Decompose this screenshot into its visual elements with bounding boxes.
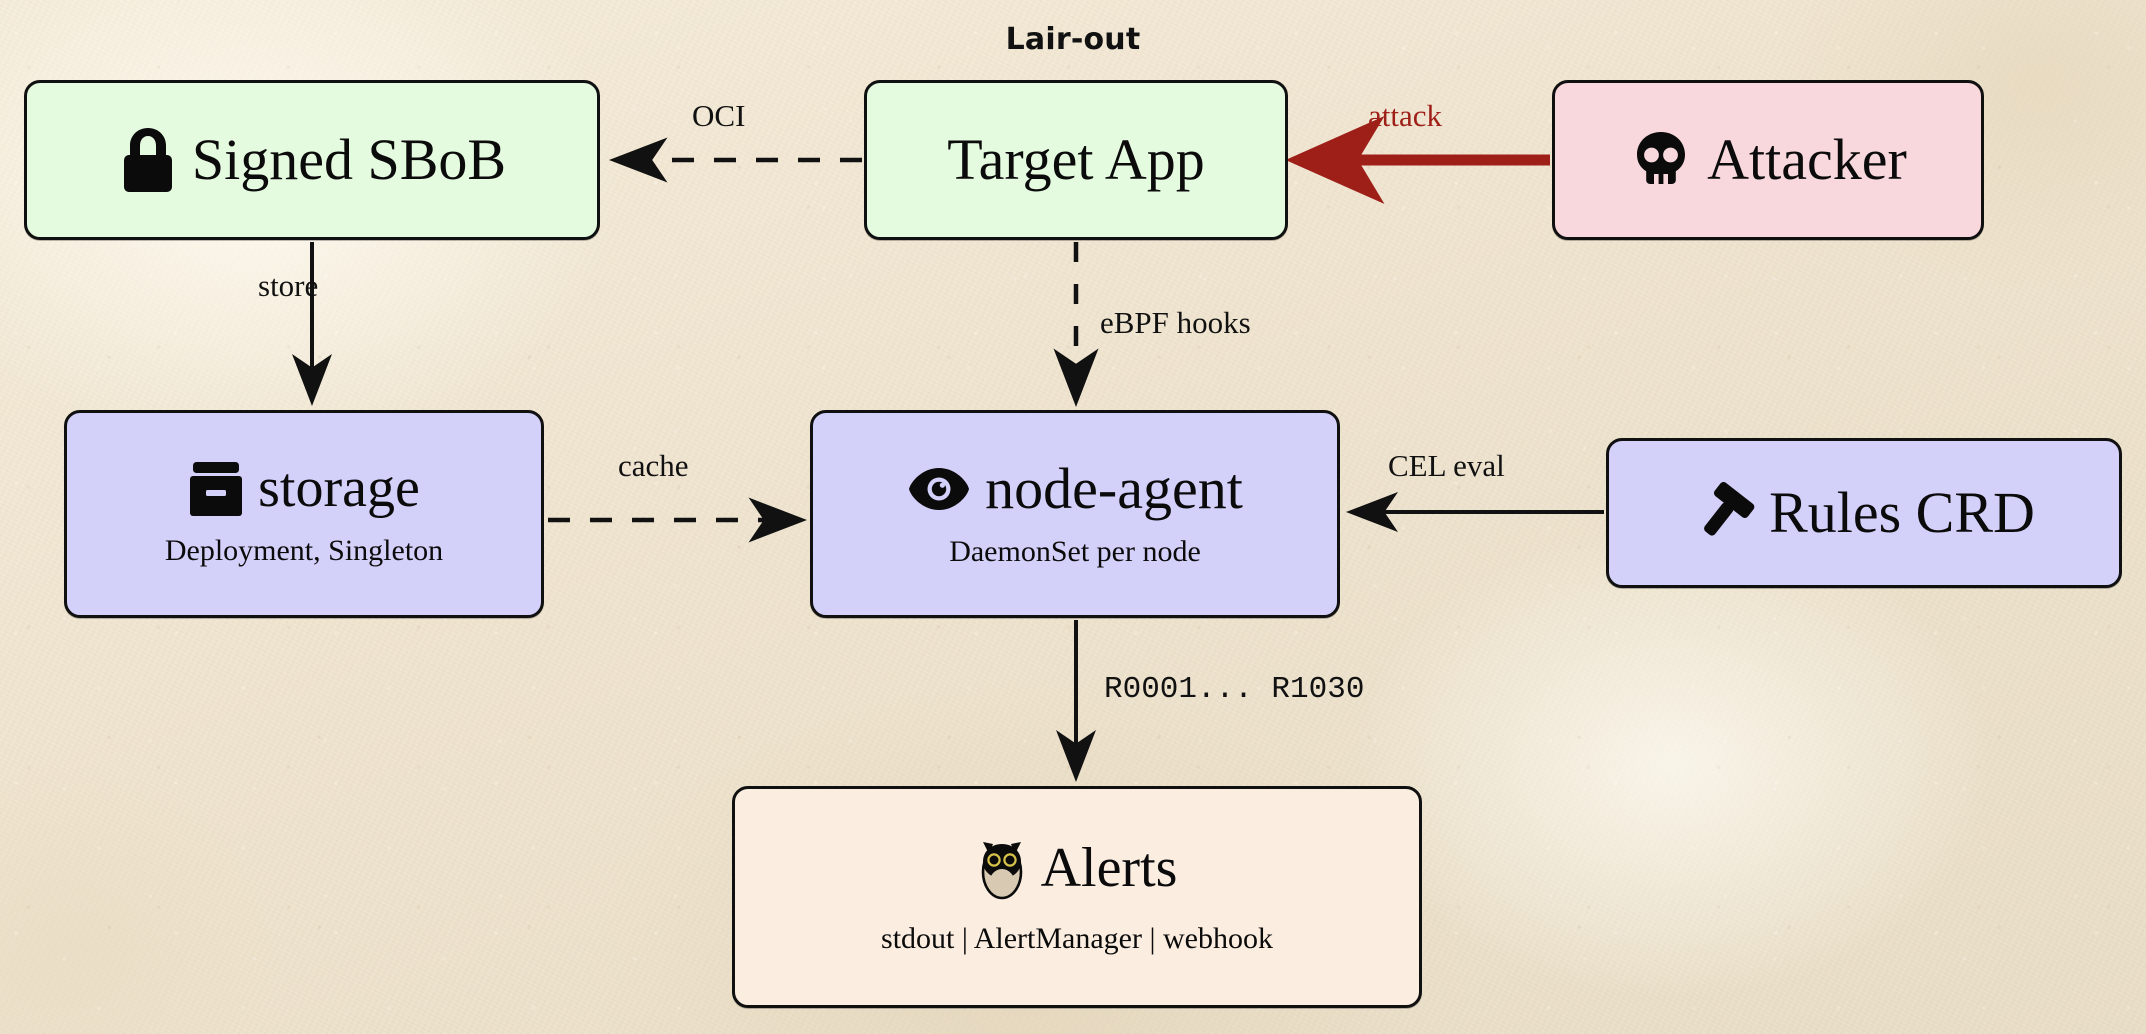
node-alerts-subtitle: stdout | AlertManager | webhook	[881, 922, 1273, 955]
node-storage-subtitle: Deployment, Singleton	[164, 534, 444, 567]
node-rules-crd-title-row: Rules CRD	[1693, 482, 2035, 544]
node-rules-crd-label: Rules CRD	[1769, 480, 2035, 546]
node-target-app-label: Target App	[947, 127, 1205, 193]
node-node-agent-subtitle: DaemonSet per node	[949, 534, 1201, 568]
node-storage[interactable]: storage Deployment, Singleton	[64, 410, 544, 618]
node-alerts-title-row: Alerts	[977, 837, 1178, 900]
edge-label-rule-range: R0001... R1030	[1104, 672, 1365, 707]
edge-label-attack: attack	[1368, 98, 1443, 133]
node-attacker-label: Attacker	[1707, 127, 1907, 193]
edge-label-cache: cache	[618, 448, 689, 483]
node-node-agent[interactable]: node-agent DaemonSet per node	[810, 410, 1340, 618]
node-node-agent-label: node-agent	[985, 456, 1243, 522]
node-target-app-title-row: Target App	[947, 130, 1204, 189]
card-file-box-icon	[188, 460, 244, 518]
edge-label-store: store	[258, 268, 319, 303]
node-alerts-label: Alerts	[1040, 837, 1178, 900]
node-attacker-title-row: Attacker	[1629, 128, 1907, 192]
node-signed-sbob-title-row: Signed SBoB	[118, 124, 506, 196]
owl-icon	[977, 838, 1027, 900]
diagram-title: Lair-out	[1005, 22, 1141, 57]
node-storage-title-row: storage	[188, 460, 420, 518]
edge-label-ebpf-hooks: eBPF hooks	[1100, 305, 1251, 340]
node-attacker[interactable]: Attacker	[1552, 80, 1984, 240]
edge-label-cel-eval: CEL eval	[1388, 448, 1505, 483]
node-signed-sbob-label: Signed SBoB	[191, 127, 507, 193]
skull-icon	[1629, 128, 1693, 192]
eye-icon	[907, 466, 971, 512]
node-rules-crd[interactable]: Rules CRD	[1606, 438, 2122, 588]
node-node-agent-title-row: node-agent	[907, 456, 1243, 522]
lock-icon	[118, 124, 178, 196]
node-target-app[interactable]: Target App	[864, 80, 1288, 240]
node-storage-label: storage	[258, 457, 420, 520]
node-signed-sbob[interactable]: Signed SBoB	[24, 80, 600, 240]
hammer-icon	[1693, 482, 1755, 544]
node-alerts[interactable]: Alerts stdout | AlertManager | webhook	[732, 786, 1422, 1008]
edge-label-oci: OCI	[692, 98, 746, 133]
